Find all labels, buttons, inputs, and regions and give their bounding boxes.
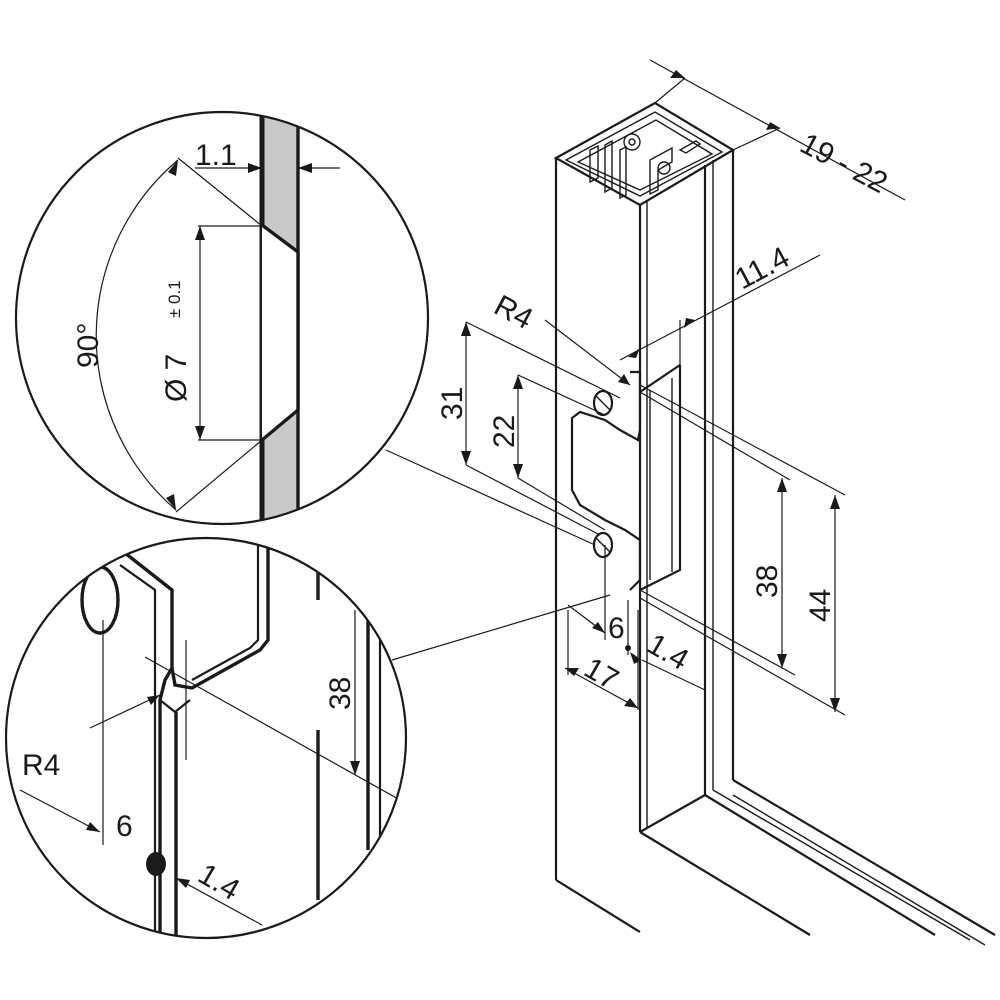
label-detail2-height: 38 — [324, 677, 357, 710]
label-height-31: 31 — [436, 387, 469, 420]
label-dist-1-4: 1.4 — [642, 627, 695, 676]
dimension-lines — [461, 59, 906, 716]
detail-circle-1 — [14, 110, 430, 526]
label-height-38: 38 — [751, 565, 784, 598]
label-detail1-angle: 90° — [72, 323, 105, 368]
label-radius-top: R4 — [489, 289, 538, 336]
label-detail2-radius: R4 — [22, 749, 60, 782]
strike-plate — [570, 364, 682, 651]
label-detail2-dist-6: 6 — [116, 810, 133, 843]
frame-profile — [553, 101, 996, 946]
label-detail2-dist-1-4: 1.4 — [193, 857, 246, 906]
label-plate-offset: 11.4 — [730, 241, 795, 297]
label-detail1-thickness: 1.1 — [195, 139, 237, 172]
label-dist-17: 17 — [579, 651, 624, 696]
detail1-leader — [385, 449, 596, 546]
label-height-44: 44 — [804, 589, 837, 622]
detail-circle-2 — [4, 536, 408, 940]
detail2-leader — [391, 594, 611, 661]
label-height-22: 22 — [488, 415, 521, 448]
label-dist-6: 6 — [608, 612, 625, 645]
label-detail1-diameter: Ø 7 — [160, 354, 193, 402]
label-detail1-tolerance: ± 0.1 — [165, 280, 184, 318]
label-profile-width: 19 - 22 — [795, 127, 893, 200]
